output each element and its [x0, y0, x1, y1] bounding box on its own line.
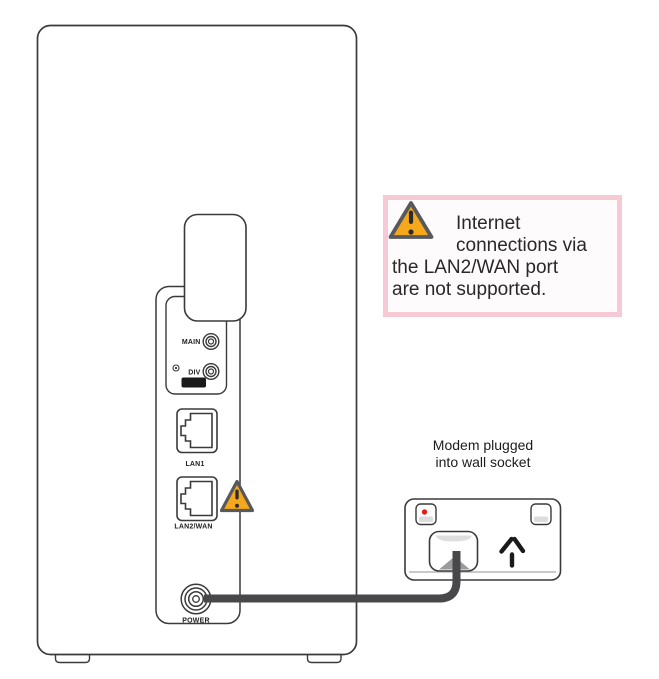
power-cable: [204, 551, 461, 603]
power-port-label: POWER: [182, 618, 209, 625]
plug-top-highlight: [436, 535, 472, 542]
antenna-cover: [183, 213, 247, 322]
lan1-jack-icon: [180, 412, 213, 449]
usb-port: [181, 377, 206, 388]
lan1-port-label: LAN1: [185, 461, 204, 468]
lan2-wan-jack-icon: [180, 480, 213, 517]
div-antenna-connector: [202, 363, 220, 381]
modem-foot-left: [54, 655, 91, 664]
note-line-4: are not supported.: [392, 279, 547, 300]
lan1-port: [176, 408, 218, 454]
wall-socket: [404, 498, 562, 581]
socket-caption: Modem plugged into wall socket: [398, 437, 568, 470]
socket-power-indicator: [421, 509, 428, 515]
lan2-wan-port-label: LAN2/WAN: [174, 524, 212, 531]
warning-triangle-icon: [388, 201, 434, 239]
socket-switch-right: [530, 503, 552, 526]
main-antenna-connector: [202, 333, 220, 351]
modem-foot-right: [306, 655, 342, 664]
socket-caption-line-1: Modem plugged: [432, 437, 534, 453]
note-line-3: the LAN2/WAN port: [392, 257, 559, 278]
div-port-label: DIV: [188, 370, 200, 377]
note-line-2: connections via: [456, 235, 587, 256]
lan2-wan-port: [176, 476, 218, 522]
screw-hole-icon: [172, 364, 180, 372]
socket-switch-left: [415, 503, 437, 526]
main-port-label: MAIN: [182, 339, 201, 346]
lan2-warning-triangle-icon: [219, 479, 255, 513]
socket-caption-line-2: into wall socket: [435, 453, 531, 470]
warning-note: Internet connections via the LAN2/WAN po…: [383, 195, 622, 317]
socket-pin-slots-icon: [499, 536, 526, 568]
note-line-1: Internet: [456, 213, 521, 234]
